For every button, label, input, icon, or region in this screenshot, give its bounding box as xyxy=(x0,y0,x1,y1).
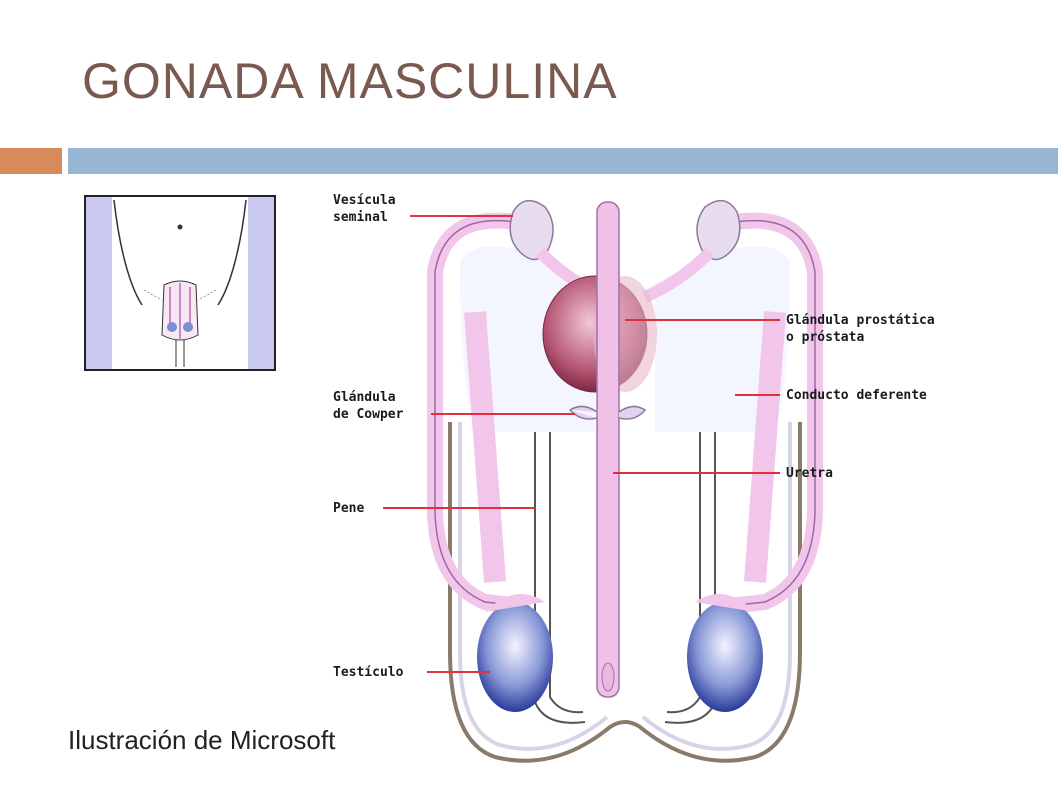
label-vesicula-1: Vesícula xyxy=(333,193,396,208)
leader-lines xyxy=(383,215,780,673)
male-reproductive-diagram: Vesícula seminal Glándula de Cowper Pene… xyxy=(333,193,935,763)
urethra xyxy=(596,201,620,698)
label-vesicula-2: seminal xyxy=(333,210,388,225)
label-cowper-2: de Cowper xyxy=(333,407,404,422)
label-prostata-1: Glándula prostática xyxy=(786,313,935,328)
label-testiculo: Testículo xyxy=(333,665,404,680)
scrotum-outline xyxy=(448,422,802,763)
accent-bar-blue xyxy=(68,148,1058,174)
label-prostata-2: o próstata xyxy=(786,330,864,345)
label-uretra: Uretra xyxy=(786,466,833,481)
accent-bar-orange xyxy=(0,148,62,174)
image-credit: Ilustración de Microsoft xyxy=(68,725,336,755)
label-pene: Pene xyxy=(333,501,364,516)
slide-title: GONADA MASCULINA xyxy=(82,53,618,109)
testis-left xyxy=(477,602,553,712)
label-cowper-1: Glándula xyxy=(333,390,396,405)
label-conducto: Conducto deferente xyxy=(786,388,927,403)
testis-right xyxy=(687,602,763,712)
cowper-gland xyxy=(569,405,647,420)
body-location-thumbnail xyxy=(84,195,276,371)
